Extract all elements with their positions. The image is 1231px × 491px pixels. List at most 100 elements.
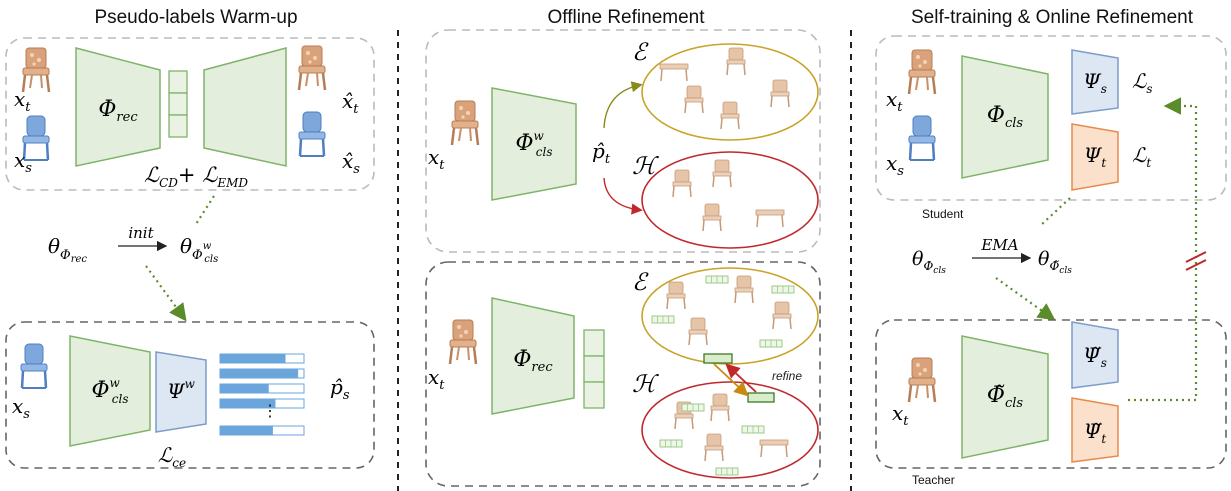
prediction-bar-fill — [220, 384, 269, 393]
refine-arrow-to-easy — [725, 363, 757, 393]
student-head-s — [1071, 49, 1119, 115]
student-input-source-label: xs — [886, 151, 904, 179]
offline-input-chair-icon — [450, 99, 480, 147]
ema-lhs-label: θΦcls — [912, 248, 946, 276]
online-panel: Self-training & Online Refinement Studen… — [875, 7, 1227, 487]
offline-heading: Offline Refinement — [547, 7, 705, 28]
ema-dotted-arrow — [995, 277, 1056, 321]
chair-target-icon — [21, 46, 51, 94]
easy-split-arrow — [603, 81, 643, 129]
ema-dotted-connector-top — [1039, 197, 1071, 227]
offline-pred-label: p̂t — [592, 139, 611, 167]
init-lhs-label: θΦrec — [48, 234, 87, 265]
hard-feature-bar — [681, 403, 705, 412]
student-target-chair-icon — [907, 48, 937, 96]
offline-latent-cell — [583, 329, 605, 357]
easy-set-label: ℰ — [632, 38, 649, 66]
prediction-bar-fill — [220, 426, 273, 435]
chair-source-icon-cls — [19, 342, 49, 390]
chair-source-icon — [21, 114, 51, 162]
offline-rec-encoder — [491, 297, 575, 415]
ema-rhs-label: θΦ̃cls — [1038, 248, 1072, 276]
init-dotted-connector-top — [195, 195, 215, 225]
input-source-label: xs — [14, 148, 32, 176]
recon-target-label: x̂t — [342, 89, 359, 117]
easy-feature-bar — [759, 339, 783, 348]
easy-set-label-refine: ℰ — [632, 268, 649, 296]
easy-feature-bar — [705, 275, 729, 284]
ema-label: EMA — [980, 236, 1018, 254]
rec-encoder-label: Φrec — [98, 97, 138, 125]
student-encoder-label: Φcls — [987, 103, 1023, 131]
teacher-head-t-label: Ψ̃t — [1084, 419, 1107, 446]
offline-latent-cell — [583, 381, 605, 409]
teacher-input-label: xt — [892, 401, 909, 429]
input-target-label: xt — [14, 87, 31, 115]
hard-set-label-refine: ℋ — [632, 370, 659, 398]
cls-head-warmup-label: Ψw — [167, 377, 196, 403]
init-label: init — [128, 224, 154, 242]
offline-bottom-box — [425, 261, 821, 487]
teacher-head-t — [1071, 397, 1119, 463]
student-input-target-label: xt — [886, 87, 903, 115]
student-loss-s-label: ℒs — [1132, 69, 1153, 96]
student-head-s-label: Ψs — [1083, 69, 1107, 96]
init-dotted-arrow — [145, 265, 187, 322]
hard-set-ellipse — [641, 151, 819, 249]
teacher-head-s-label: Ψ̃s — [1083, 343, 1107, 370]
hard-set-ellipse-refine — [641, 381, 819, 479]
student-label: Student — [922, 207, 964, 221]
offline-rec-encoder-label: Φrec — [513, 347, 553, 375]
pred-source-label: p̂s — [330, 375, 350, 403]
student-loss-t-label: ℒt — [1132, 143, 1151, 170]
prediction-bar-fill — [220, 399, 276, 408]
teacher-encoder — [961, 335, 1049, 459]
hard-feature-bar — [715, 467, 739, 476]
offline-rec-input-chair-icon — [448, 318, 478, 366]
offline-cls-encoder — [491, 87, 577, 201]
refine-label: refine — [772, 369, 802, 383]
easy-feature-bar — [651, 315, 675, 324]
offline-latent-cell — [583, 355, 605, 383]
hard-split-arrow — [603, 177, 643, 215]
prediction-dots: ⋮ — [262, 403, 278, 420]
stop-gradient-mark — [1185, 251, 1207, 263]
refine-arrow-to-hard — [713, 363, 749, 397]
teacher-label: Teacher — [912, 473, 955, 487]
cls-input-source-label: xs — [12, 394, 30, 422]
student-box — [875, 35, 1227, 201]
warmup-heading: Pseudo-labels Warm-up — [94, 7, 297, 28]
recon-source-label: x̂s — [342, 149, 360, 177]
rec-decoder — [203, 47, 287, 167]
easy-anchor-feature — [703, 353, 733, 364]
cls-head-warmup — [155, 351, 207, 433]
hard-query-feature — [747, 392, 775, 403]
online-heading: Self-training & Online Refinement — [911, 7, 1194, 28]
cls-encoder-warmup — [69, 335, 151, 447]
teacher-encoder-label: Φ̃cls — [987, 383, 1023, 411]
classifier-box — [5, 321, 375, 469]
latent-code-cell — [168, 92, 188, 116]
latent-code-cell — [168, 114, 188, 138]
recon-target-chair-icon — [297, 44, 327, 92]
student-encoder — [961, 55, 1049, 179]
rec-loss-label: ℒCD+ ℒEMD — [144, 163, 248, 190]
student-head-t — [1071, 123, 1119, 191]
easy-feature-bar — [771, 285, 795, 294]
warmup-panel: Pseudo-labels Warm-up xt xs Φrec x̂t x̂s… — [5, 7, 375, 470]
student-source-chair-icon — [907, 114, 937, 162]
teacher-head-s — [1071, 321, 1119, 389]
teacher-input-chair-icon — [907, 356, 937, 404]
hard-feature-bar — [741, 425, 765, 434]
prediction-bars — [219, 353, 305, 436]
teacher-box — [875, 319, 1227, 469]
offline-input-label: xt — [428, 145, 445, 173]
student-head-t-label: Ψt — [1084, 143, 1107, 170]
prediction-bar-fill — [220, 354, 286, 363]
recon-source-chair-icon — [297, 110, 327, 158]
ce-loss-label: ℒce — [158, 443, 186, 470]
